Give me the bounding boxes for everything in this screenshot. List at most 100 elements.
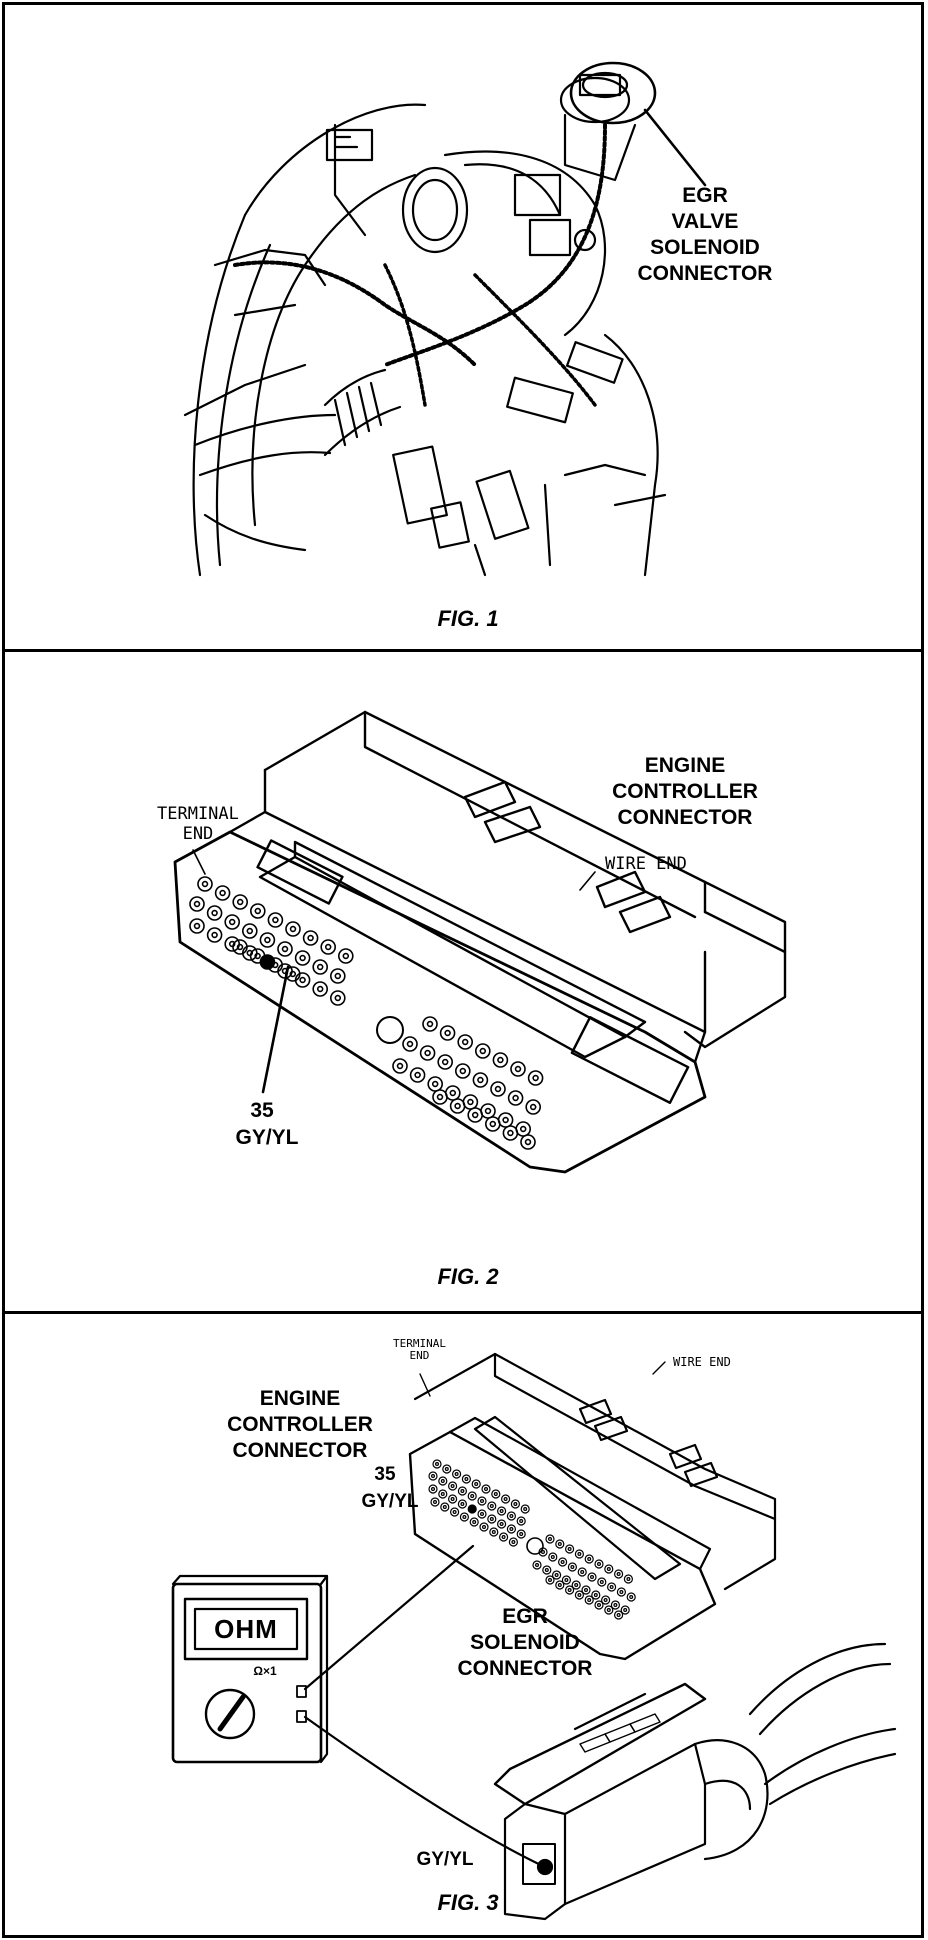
- connector-pin-center: [509, 1514, 514, 1519]
- connector-pin-center: [431, 1474, 436, 1479]
- connector-pin: [442, 1464, 452, 1474]
- connector-pin: [250, 903, 266, 919]
- connector-pin: [532, 1560, 542, 1570]
- connector-pin-center: [201, 880, 209, 888]
- connector-pin: [600, 1595, 611, 1605]
- connector-pin-center: [564, 1578, 569, 1583]
- connector-pin-center: [570, 1565, 575, 1570]
- connector-pin: [510, 1061, 526, 1077]
- connector-pin: [616, 1587, 627, 1597]
- connector-pin: [577, 1567, 587, 1577]
- connector-pin-center: [477, 1076, 484, 1084]
- egr-solenoid-connector-title: EGR SOLENOID CONNECTOR: [457, 1605, 593, 1680]
- connector-pin: [224, 936, 240, 952]
- connector-pin-center: [523, 1507, 528, 1512]
- connector-pin-center: [514, 1065, 522, 1073]
- connector-pin: [428, 1471, 438, 1481]
- connector-pin-center: [193, 900, 201, 908]
- connector-pin: [467, 1491, 477, 1501]
- connector-pin: [448, 1481, 458, 1491]
- connector-pin: [555, 1539, 565, 1549]
- connector-pin: [449, 1098, 466, 1114]
- connector-pin: [506, 1511, 516, 1521]
- figure-2-panel: ENGINE CONTROLLER CONNECTOR TERMINAL END…: [2, 649, 924, 1314]
- connector-pin: [477, 1496, 487, 1506]
- figure-1-caption: FIG. 1: [437, 606, 499, 631]
- engine-bay-illustration: [183, 61, 707, 577]
- connector-pin: [457, 1034, 474, 1050]
- connector-pin: [497, 1506, 507, 1516]
- ohmmeter-display: OHM: [214, 1614, 278, 1644]
- connector-pin: [591, 1590, 601, 1600]
- connector-pin: [249, 948, 266, 964]
- connector-pin: [613, 1569, 624, 1579]
- connector-pin: [206, 905, 223, 921]
- connector-pin-center: [623, 1608, 628, 1613]
- connector-pin-center: [440, 1492, 445, 1497]
- connector-pin-center: [334, 972, 342, 980]
- connector-pin: [604, 1605, 614, 1615]
- egr-solenoid-wire-color: GY/YL: [416, 1849, 474, 1870]
- connector-pin: [594, 1600, 604, 1610]
- connector-pin: [545, 1534, 555, 1544]
- connector-pin: [459, 1512, 469, 1522]
- connector-pin-center: [502, 1116, 509, 1124]
- connector-pin-center: [511, 1540, 516, 1545]
- connector-pin-center: [480, 1512, 485, 1517]
- connector-pin: [232, 894, 248, 910]
- connector-pin-center: [540, 1550, 545, 1555]
- connector-pin-center: [560, 1560, 565, 1565]
- connector-pin-center: [567, 1588, 572, 1593]
- connector-pin-center: [534, 1563, 539, 1568]
- connector-pin-center: [484, 1487, 489, 1492]
- connector-pin-center: [454, 1472, 459, 1477]
- connector-pin-center: [470, 1507, 475, 1512]
- connector-pin-center: [529, 1103, 537, 1111]
- connector-pin-center: [574, 1583, 579, 1588]
- connector-pin: [197, 876, 213, 892]
- connector-pin-center: [480, 1499, 485, 1504]
- figure-2-caption: FIG. 2: [437, 1264, 499, 1289]
- connector-pin: [491, 1489, 501, 1499]
- connector-pin: [428, 1484, 438, 1494]
- connector-pin: [564, 1585, 575, 1595]
- connector-pin-center: [462, 1515, 467, 1520]
- connector-pin-center: [470, 1494, 475, 1499]
- connector-pin-center: [289, 970, 297, 978]
- connector-pin: [564, 1544, 575, 1554]
- connector-pin: [508, 1537, 518, 1547]
- connector-pin-center: [442, 1505, 447, 1510]
- connector-pin-center: [577, 1552, 582, 1557]
- pin-35-number: 35: [374, 1464, 396, 1485]
- connector-pin-center: [507, 1129, 514, 1137]
- connector-pin: [419, 1045, 436, 1061]
- connector-pin-center: [499, 1522, 504, 1527]
- connector-pin-center: [236, 898, 244, 906]
- ohmmeter-test-drawing: [171, 1352, 897, 1921]
- connector-pin: [487, 1514, 497, 1524]
- engine-controller-connector-drawing: [173, 710, 787, 1174]
- connector-pin-center: [264, 958, 271, 966]
- connector-pin: [438, 1489, 448, 1499]
- engine-controller-connector-title: ENGINE CONTROLLER CONNECTOR: [227, 1387, 373, 1462]
- connector-pin: [613, 1610, 624, 1620]
- connector-pin: [214, 885, 231, 901]
- connector-pin: [506, 1524, 516, 1534]
- connector-pin-center: [460, 1502, 465, 1507]
- connector-pin-center: [484, 1107, 492, 1115]
- connector-pin-center: [396, 1062, 404, 1070]
- connector-pin: [574, 1549, 585, 1559]
- connector-pin: [224, 914, 240, 930]
- connector-pin-center: [271, 961, 279, 969]
- connector-pin: [461, 1474, 471, 1484]
- connector-pin-center: [489, 1517, 494, 1522]
- connector-pin-center: [547, 1578, 552, 1583]
- connector-pin-center: [299, 954, 306, 962]
- connector-pin-center: [449, 1089, 457, 1097]
- connector-pin-center: [593, 1593, 598, 1598]
- connector-pin: [571, 1580, 581, 1590]
- connector-pin: [597, 1577, 607, 1587]
- wire-end-label: WIRE END: [673, 1355, 731, 1369]
- connector-pin: [329, 968, 346, 984]
- connector-pin: [489, 1527, 499, 1537]
